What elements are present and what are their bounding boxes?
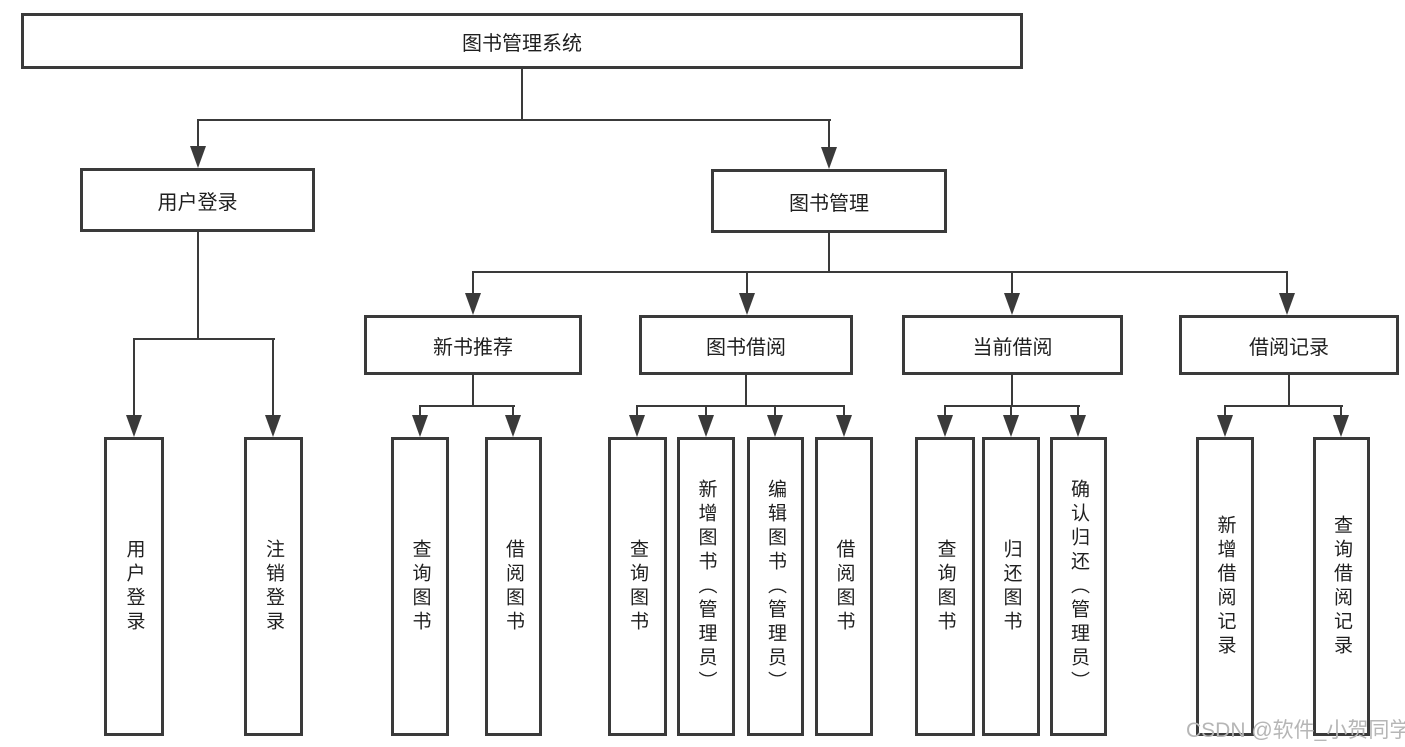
connector-arrow-current-borrow [1011,271,1013,294]
connector-arrow [1010,405,1012,416]
connector-arrow [705,405,707,416]
node-borrow-records: 借阅记录 [1179,315,1399,375]
leaf-label: 查询图书 [627,538,648,635]
leaf-query-books-recommend: 查询图书 [391,437,449,736]
leaf-label: 借阅图书 [503,538,524,635]
arrow-down-icon [1004,293,1020,315]
connector-arrow-book-borrow [746,271,748,294]
connector-book-management-stem [828,232,830,273]
node-current-borrow: 当前借阅 [902,315,1123,375]
arrow-down-icon [739,293,755,315]
leaf-logout: 注销登录 [244,437,303,736]
node-label: 当前借阅 [972,336,1053,359]
connector-current-borrow-split [944,405,1080,407]
leaf-query-books-current: 查询图书 [915,437,975,736]
arrow-down-icon [937,415,953,437]
node-new-book-recommend: 新书推荐 [364,315,582,375]
connector-book-borrow-stem [745,374,747,407]
connector-arrow [636,405,638,416]
arrow-down-icon [629,415,645,437]
connector-book-borrow-split [636,405,845,407]
arrow-down-icon [1333,415,1349,437]
connector-user-login-stem [197,231,199,340]
connector-user-login-split [133,338,275,340]
connector-current-borrow-stem [1011,374,1013,407]
leaf-label: 用户登录 [123,538,145,635]
connector-arrow-user-login [197,119,199,148]
arrow-down-icon [412,415,428,437]
leaf-return-book: 归还图书 [982,437,1040,736]
node-label: 借阅记录 [1249,336,1329,359]
node-user-login: 用户登录 [80,168,315,232]
arrow-down-icon [126,415,142,437]
leaf-user-login: 用户登录 [104,437,164,736]
leaf-borrow-books: 借阅图书 [815,437,873,736]
connector-arrow [843,405,845,416]
connector-book-management-split [472,271,1288,273]
node-label: 图书借阅 [706,336,786,359]
leaf-edit-book-admin: 编辑图书（管理员） [747,437,804,736]
leaf-borrow-books-recommend: 借阅图书 [485,437,542,736]
connector-arrow [512,405,514,416]
connector-borrow-records-split [1224,405,1343,407]
leaf-query-borrow-record: 查询借阅记录 [1313,437,1370,736]
leaf-query-books-borrow: 查询图书 [608,437,667,736]
connector-arrow [419,405,421,416]
connector-arrow-leaf-logout [272,338,274,416]
arrow-down-icon [821,147,837,169]
connector-arrow [1340,405,1342,416]
connector-arrow-new-book [472,271,474,294]
connector-arrow [1224,405,1226,416]
leaf-label: 注销登录 [263,538,284,635]
node-label: 用户登录 [157,191,238,214]
connector-arrow [944,405,946,416]
arrow-down-icon [1217,415,1233,437]
leaf-label: 新增图书（管理员） [695,478,717,695]
node-label: 图书管理系统 [462,32,582,55]
leaf-label: 查询图书 [409,538,431,635]
leaf-label: 借阅图书 [833,538,855,635]
leaf-label: 查询图书 [934,538,956,635]
connector-borrow-records-stem [1288,374,1290,407]
connector-arrow-leaf-user-login [133,338,135,416]
leaf-add-borrow-record: 新增借阅记录 [1196,437,1254,736]
leaf-label: 查询借阅记录 [1331,514,1352,659]
node-library-management-system: 图书管理系统 [21,13,1023,69]
connector-new-book-stem [472,374,474,407]
leaf-label: 归还图书 [1000,538,1022,635]
connector-level1-split [197,119,831,121]
arrow-down-icon [1003,415,1019,437]
leaf-label: 确认归还（管理员） [1068,478,1089,695]
node-book-borrow: 图书借阅 [639,315,853,375]
arrow-down-icon [265,415,281,437]
arrow-down-icon [505,415,521,437]
leaf-label: 编辑图书（管理员） [765,478,786,695]
connector-arrow-book-management [828,119,830,148]
leaf-label: 新增借阅记录 [1214,514,1236,659]
connector-root-stem [521,68,523,121]
arrow-down-icon [698,415,714,437]
arrow-down-icon [1070,415,1086,437]
connector-arrow [1077,405,1079,416]
connector-arrow-borrow-records [1286,271,1288,294]
arrow-down-icon [465,293,481,315]
arrow-down-icon [1279,293,1295,315]
leaf-confirm-return-admin: 确认归还（管理员） [1050,437,1107,736]
arrow-down-icon [767,415,783,437]
node-label: 新书推荐 [433,336,513,359]
connector-new-book-split [419,405,515,407]
connector-arrow [774,405,776,416]
node-label: 图书管理 [789,192,869,215]
csdn-watermark: CSDN @软件_小贺同学 [1186,719,1405,742]
leaf-add-book-admin: 新增图书（管理员） [677,437,735,736]
arrow-down-icon [190,146,206,168]
node-book-management: 图书管理 [711,169,947,233]
arrow-down-icon [836,415,852,437]
